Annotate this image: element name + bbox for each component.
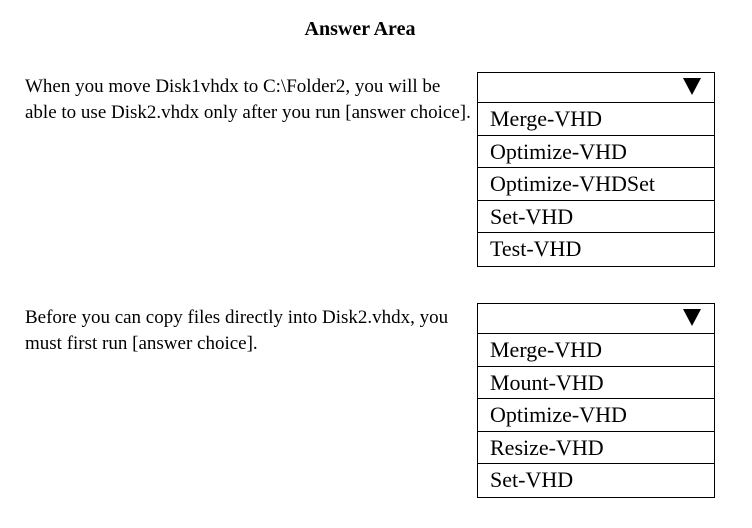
dropdown-2-option-resize-vhd[interactable]: Resize-VHD [478,432,714,465]
question-1-text: When you move Disk1vhdx to C:\Folder2, y… [25,76,471,123]
dropdown-2-option-set-vhd[interactable]: Set-VHD [490,467,574,493]
dropdown-1-header[interactable] [478,73,714,103]
dropdown-1-option-test-vhd[interactable]: Test-VHD [490,236,582,262]
dropdown-2-header[interactable] [478,304,714,334]
question-2-text: Before you can copy files directly into … [25,307,449,354]
dropdown-2-option-optimize-vhd[interactable]: Optimize-VHD [478,399,714,432]
answer-dropdown-1[interactable]: Merge-VHD Optimize-VHD Optimize-VHDSet S… [477,72,715,267]
dropdown-1-option-set-vhd[interactable]: Set-VHD [478,201,714,234]
dropdown-1-option-merge-vhd[interactable]: Merge-VHD [478,103,714,136]
dropdown-2-option-mount-vhd[interactable]: Mount-VHD [478,367,714,400]
dropdown-2-option-merge-vhd[interactable]: Merge-VHD [478,334,714,367]
dropdown-1-option-optimize-vhd[interactable]: Optimize-VHD [478,136,714,169]
triangle-down-icon[interactable] [683,309,701,326]
dropdown-1-option-optimize-vhdset[interactable]: Optimize-VHDSet [478,168,714,201]
answer-dropdown-2[interactable]: Merge-VHD Mount-VHD Optimize-VHD Resize-… [477,303,715,498]
triangle-down-icon[interactable] [683,78,701,95]
answer-area-title: Answer Area [304,18,416,40]
